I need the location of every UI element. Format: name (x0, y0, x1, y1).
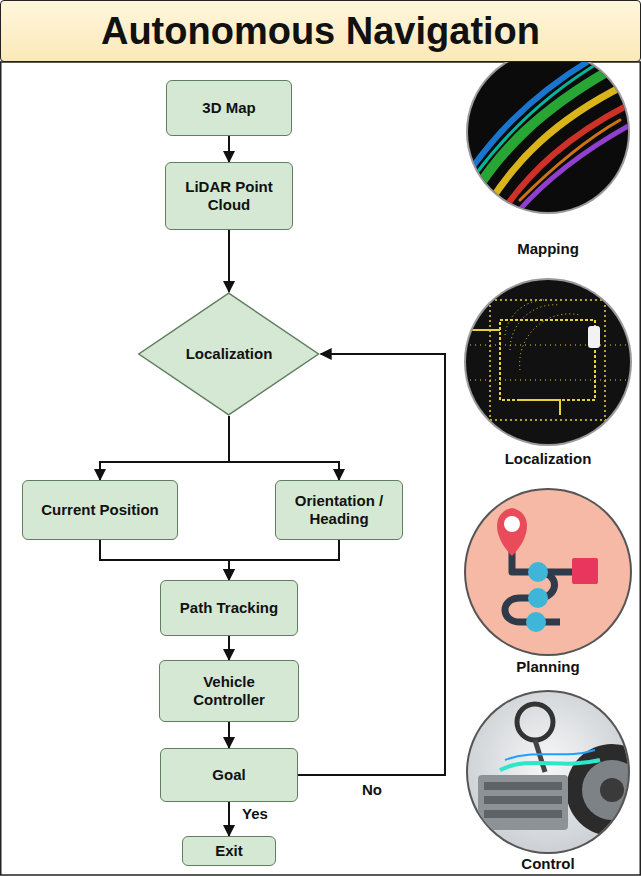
drive-system (582, 760, 641, 820)
goal-square (572, 558, 598, 584)
drive-system (535, 740, 545, 772)
point-cloud-streaks (520, 120, 620, 200)
decision-box: Goal (160, 748, 298, 802)
node-label: 3D Map (202, 99, 255, 117)
flow-arrow (228, 802, 230, 836)
node-label: Current Position (41, 501, 159, 519)
outer-frame (1, 62, 641, 875)
picture-ground (468, 52, 628, 212)
control-picture (466, 690, 641, 854)
picture-caption: Control (521, 855, 574, 872)
drive-system (600, 778, 624, 802)
drive-system (505, 750, 595, 760)
mapping-picture (460, 50, 630, 215)
decision-diamond: Localization (137, 292, 320, 416)
point-cloud-streaks (485, 85, 625, 210)
diagram-title: Autonomous Navigation (101, 10, 540, 53)
flow-arrow (228, 136, 230, 162)
drive-system (566, 744, 641, 836)
flow-arrow (229, 540, 339, 580)
node-label: Exit (215, 842, 243, 860)
point-cloud-streaks (475, 62, 600, 175)
drive-system (517, 704, 553, 740)
edge-label: Yes (240, 805, 270, 822)
scan-points (500, 320, 595, 400)
flow-arrow (228, 722, 230, 748)
node-label: Path Tracking (180, 599, 278, 617)
route-path (505, 548, 560, 622)
waypoint-dot (528, 588, 548, 608)
drive-system (478, 775, 568, 830)
drive-system (484, 796, 562, 804)
waypoint-dot (526, 612, 546, 632)
car-marker (588, 326, 600, 348)
picture-rim (464, 488, 632, 656)
node-label: Orientation / Heading (282, 492, 396, 528)
scan-points (505, 300, 580, 370)
node-label: Localization (186, 345, 273, 363)
scan-points (470, 345, 630, 380)
scan-points (480, 300, 615, 425)
scan-points (470, 330, 560, 415)
node-label: LiDAR Point Cloud (172, 178, 286, 214)
flow-arrow (228, 230, 230, 292)
picture-caption: Localization (505, 450, 592, 467)
scan-points (470, 300, 630, 425)
point-cloud-streaks (515, 125, 630, 215)
drive-system (478, 704, 641, 836)
drive-system (484, 782, 562, 790)
picture-caption: Mapping (517, 240, 579, 257)
flow-arrow (298, 354, 445, 775)
localization-picture (464, 278, 632, 446)
process-box: Vehicle Controller (159, 660, 299, 722)
picture-ground (466, 490, 630, 654)
data-box: LiDAR Point Cloud (165, 162, 293, 230)
picture-ground (466, 280, 630, 444)
data-box: 3D Map (166, 80, 292, 136)
location-pin (497, 508, 527, 556)
picture-rim (466, 50, 630, 214)
pin-hole (504, 516, 520, 532)
flow-arrow (100, 416, 229, 480)
picture-caption: Planning (516, 658, 579, 675)
flow-arrow (228, 636, 230, 660)
process-box: Path Tracking (160, 580, 298, 636)
end-box: Exit (182, 836, 276, 866)
output-box: Orientation / Heading (275, 480, 403, 540)
flow-arrow (100, 540, 229, 580)
drive-system (484, 810, 562, 818)
planning-picture (464, 488, 632, 656)
point-cloud-streaks (500, 105, 628, 215)
picture-rim (464, 278, 632, 446)
title-bar: Autonomous Navigation (0, 0, 641, 62)
point-cloud-streaks (460, 60, 630, 215)
node-label: Goal (212, 766, 245, 784)
drive-system (500, 760, 600, 770)
diamond-shape (139, 293, 319, 415)
node-label: Vehicle Controller (166, 673, 292, 709)
waypoint-dot (528, 562, 548, 582)
flow-arrow (229, 416, 339, 480)
output-box: Current Position (22, 480, 178, 540)
edge-label: No (360, 781, 384, 798)
